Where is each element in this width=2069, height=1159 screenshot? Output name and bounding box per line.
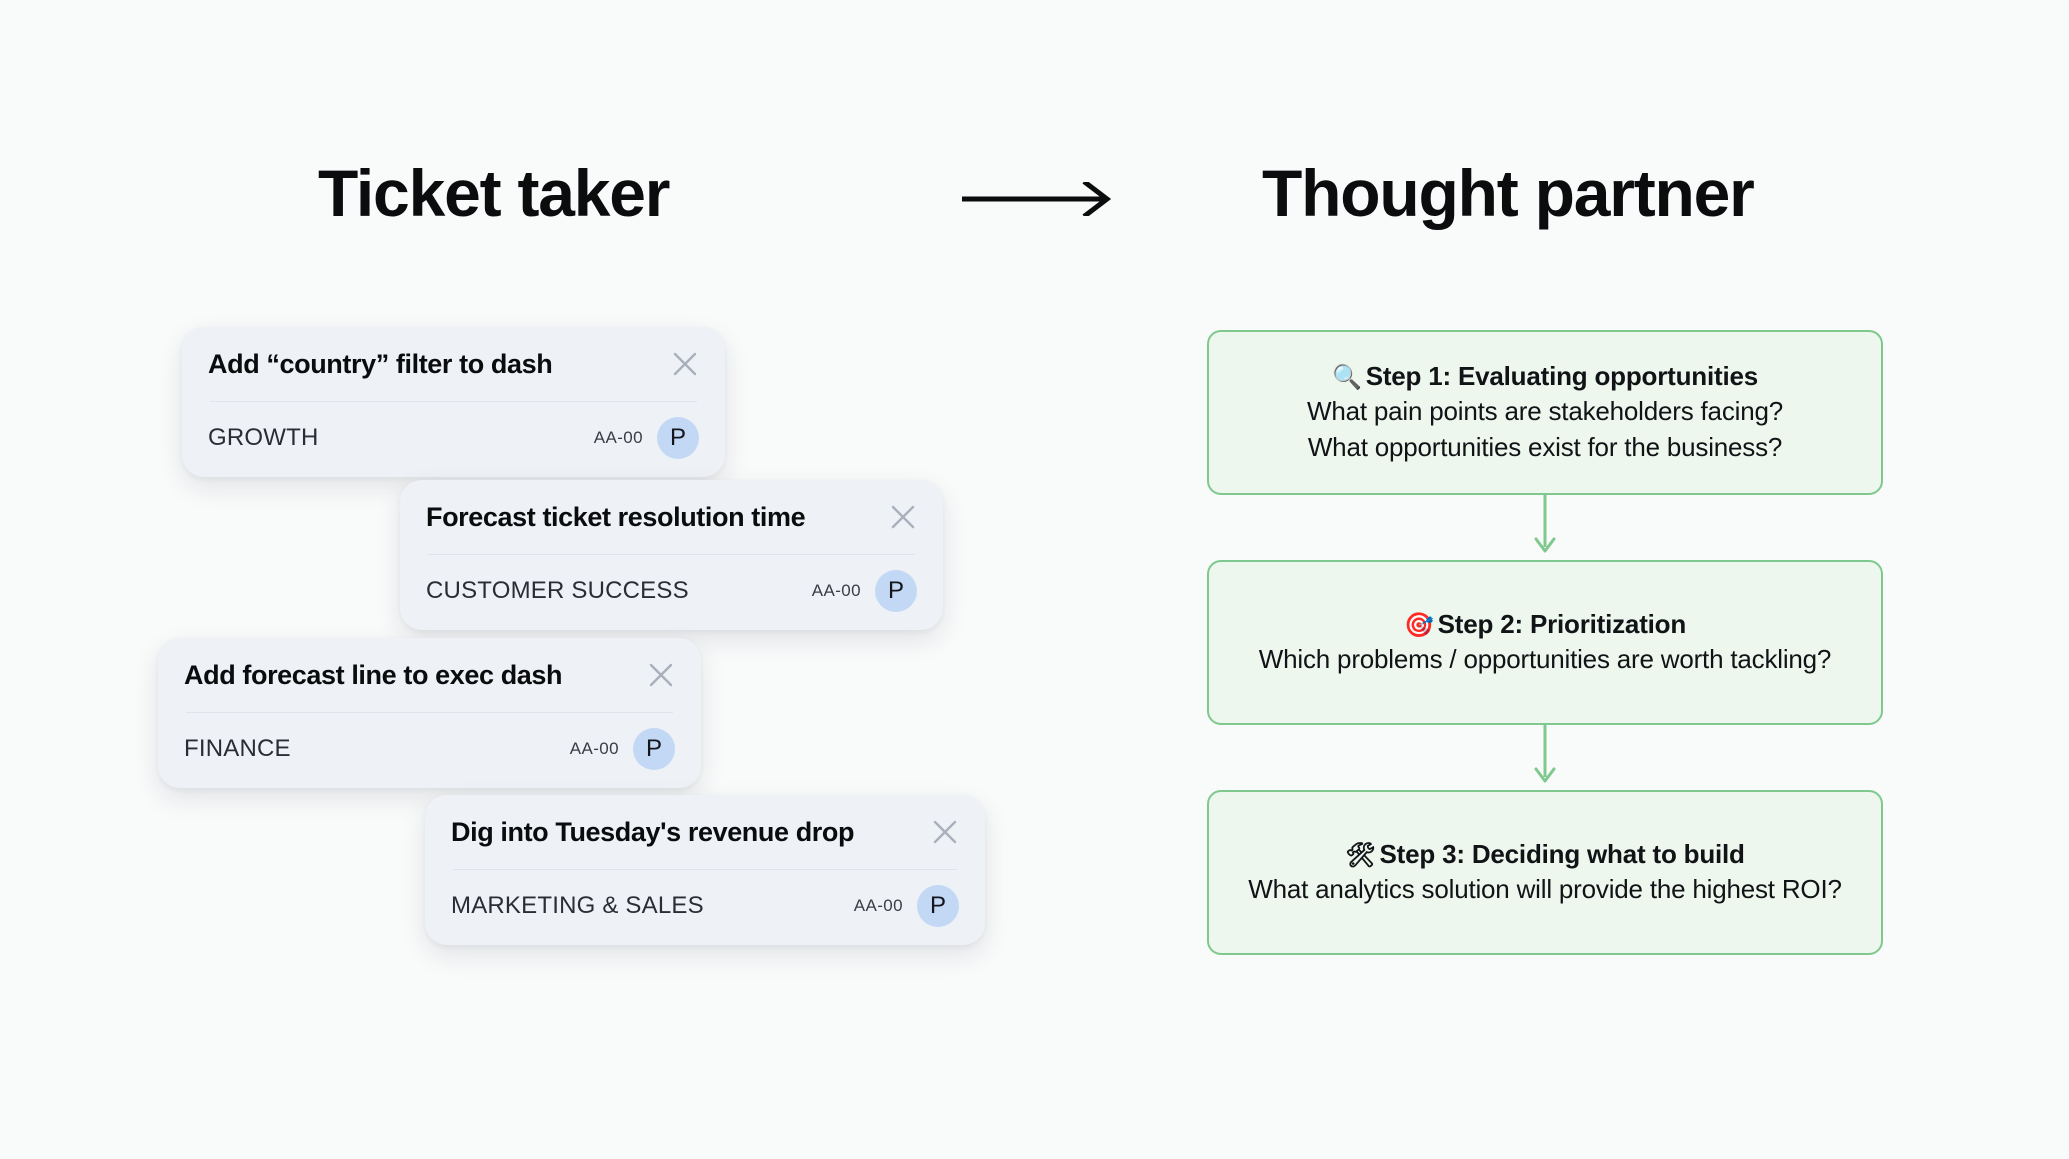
step-question: Which problems / opportunities are worth… (1258, 643, 1832, 674)
step-heading: 🔍Step 1: Evaluating opportunities (1332, 359, 1758, 394)
right-section-title: Thought partner (1262, 156, 1755, 230)
ticket-footer: CUSTOMER SUCCESS AA-00 P (426, 555, 917, 627)
ticket-card[interactable]: Add “country” filter to dash GROWTH AA-0… (182, 327, 725, 477)
ticket-code: AA-00 (853, 896, 903, 915)
ticket-card[interactable]: Add forecast line to exec dash FINANCE A… (158, 638, 701, 788)
ticket-card[interactable]: Dig into Tuesday's revenue drop MARKETIN… (425, 795, 985, 945)
avatar[interactable]: P (633, 728, 675, 770)
ticket-card[interactable]: Forecast ticket resolution time CUSTOMER… (400, 480, 943, 630)
ticket-title: Dig into Tuesday's revenue drop (451, 816, 855, 847)
step-question: What analytics solution will provide the… (1248, 873, 1842, 904)
step-box[interactable]: 🎯Step 2: Prioritization Which problems /… (1207, 560, 1883, 725)
ticket-meta: AA-00 P (570, 728, 675, 770)
left-section-title: Ticket taker (318, 156, 670, 230)
ticket-meta: AA-00 P (812, 570, 917, 612)
ticket-team-label: FINANCE (184, 735, 291, 762)
step-heading-text: Step 3: Deciding what to build (1379, 839, 1745, 870)
ticket-footer: GROWTH AA-00 P (208, 402, 699, 474)
close-icon[interactable] (889, 503, 917, 531)
ticket-header: Add forecast line to exec dash (184, 638, 675, 712)
ticket-code: AA-00 (593, 428, 643, 447)
step-heading-text: Step 1: Evaluating opportunities (1365, 361, 1758, 392)
dart-target-icon: 🎯 (1403, 612, 1434, 640)
ticket-code: AA-00 (569, 739, 619, 758)
ticket-code: AA-00 (811, 581, 861, 600)
ticket-meta: AA-00 P (854, 885, 959, 927)
ticket-footer: FINANCE AA-00 P (184, 713, 675, 785)
down-arrow-connector-icon (1207, 725, 1883, 790)
step-box[interactable]: 🛠Step 3: Deciding what to build What ana… (1207, 790, 1883, 955)
hammer-and-wrench-icon: 🛠 (1345, 842, 1376, 870)
close-icon[interactable] (931, 818, 959, 846)
divider (453, 869, 957, 870)
step-box[interactable]: 🔍Step 1: Evaluating opportunities What p… (1207, 330, 1883, 495)
close-icon[interactable] (647, 661, 675, 689)
avatar[interactable]: P (917, 885, 959, 927)
step-heading-text: Step 2: Prioritization (1437, 609, 1687, 640)
magnifying-glass-icon: 🔍 (1332, 364, 1362, 392)
ticket-title: Add forecast line to exec dash (184, 659, 563, 690)
close-icon[interactable] (671, 350, 699, 378)
step-heading: 🛠Step 3: Deciding what to build (1345, 837, 1745, 872)
ticket-footer: MARKETING & SALES AA-00 P (451, 870, 959, 942)
ticket-header: Add “country” filter to dash (208, 327, 699, 401)
ticket-meta: AA-00 P (594, 417, 699, 459)
headings-row: Ticket taker Thought partner (0, 0, 2069, 260)
ticket-header: Dig into Tuesday's revenue drop (451, 795, 959, 869)
ticket-title: Add “country” filter to dash (208, 348, 553, 379)
divider (428, 554, 915, 555)
ticket-team-label: MARKETING & SALES (451, 892, 704, 919)
avatar[interactable]: P (875, 570, 917, 612)
ticket-title: Forecast ticket resolution time (426, 501, 806, 532)
step-question: What opportunities exist for the busines… (1307, 431, 1783, 462)
divider (210, 401, 697, 402)
ticket-team-label: GROWTH (208, 424, 319, 451)
step-heading: 🎯Step 2: Prioritization (1404, 607, 1686, 642)
ticket-team-label: CUSTOMER SUCCESS (426, 577, 689, 604)
ticket-header: Forecast ticket resolution time (426, 480, 917, 554)
avatar[interactable]: P (657, 417, 699, 459)
step-question: What pain points are stakeholders facing… (1307, 395, 1783, 426)
divider (186, 712, 673, 713)
long-right-arrow-icon (962, 179, 1112, 219)
thought-partner-flow: 🔍Step 1: Evaluating opportunities What p… (1207, 330, 1883, 955)
down-arrow-connector-icon (1207, 495, 1883, 560)
ticket-card-stack: Add “country” filter to dash GROWTH AA-0… (158, 327, 985, 945)
